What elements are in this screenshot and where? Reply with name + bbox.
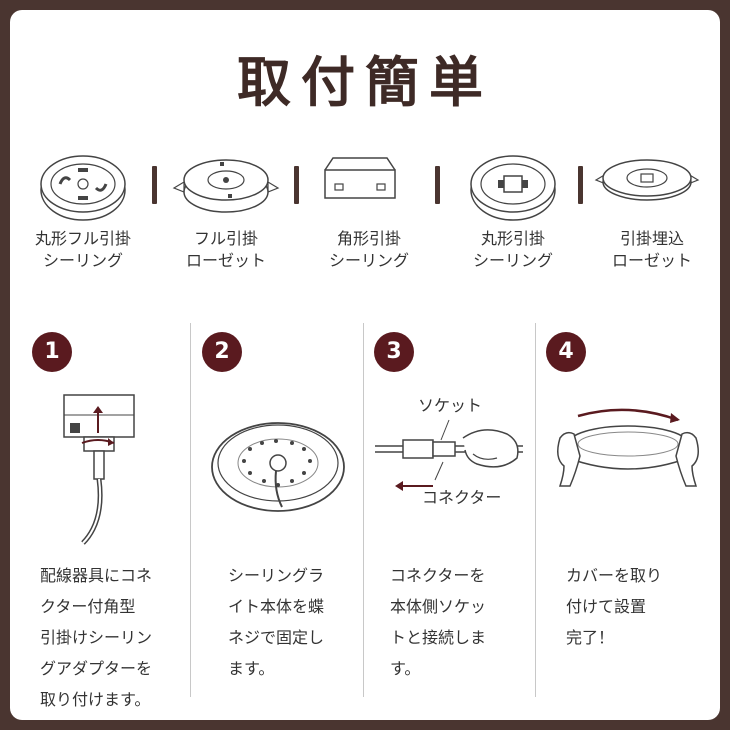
light-body-icon (211, 422, 345, 512)
connector-socket-icon (375, 419, 523, 491)
type-label-1: 丸形フル引掛シーリング (34, 229, 131, 270)
cover-attach-icon (557, 408, 699, 487)
page-title: 取付簡単 (237, 51, 493, 114)
round-hook-ceiling-icon (470, 155, 556, 221)
column-divider (363, 323, 364, 697)
type-label-4: 丸形引掛シーリング (472, 229, 553, 270)
install-card: 取付簡単 丸形フル引掛シーリング フル引掛ローゼット 角形引掛シーリング (10, 10, 720, 720)
separator (294, 166, 299, 204)
embedded-hook-rosette-icon (594, 159, 700, 201)
step-1-text: 配線器具にコネ クター付角型 引掛けシーリン グアダプターを 取り付けます。 (40, 566, 153, 709)
round-full-hook-ceiling-icon (40, 155, 126, 221)
step-2-badge: 2 (202, 332, 242, 372)
separator (152, 166, 157, 204)
column-divider (190, 323, 191, 697)
step-1-badge: 1 (32, 332, 72, 372)
socket-label: ソケット (418, 396, 483, 415)
separator (578, 166, 583, 204)
step-4-badge: 4 (546, 332, 586, 372)
adapter-install-icon (63, 394, 135, 545)
step-3-text: コネクターを 本体側ソケッ トと接続しま す。 (390, 566, 487, 678)
column-divider (535, 323, 536, 697)
step-2-text: シーリングラ イト本体を蝶 ネジで固定し ます。 (228, 566, 325, 678)
step-3-badge: 3 (374, 332, 414, 372)
separator (435, 166, 440, 204)
type-label-5: 引掛埋込ローゼット (611, 229, 692, 270)
connector-label: コネクター (422, 488, 502, 507)
full-hook-rosette-icon (172, 159, 280, 213)
type-label-2: フル引掛ローゼット (185, 229, 266, 270)
type-label-3: 角形引掛シーリング (328, 229, 409, 270)
step-4-text: カバーを取り 付けて設置 完了！ (566, 566, 663, 647)
square-hook-ceiling-icon (324, 157, 396, 199)
